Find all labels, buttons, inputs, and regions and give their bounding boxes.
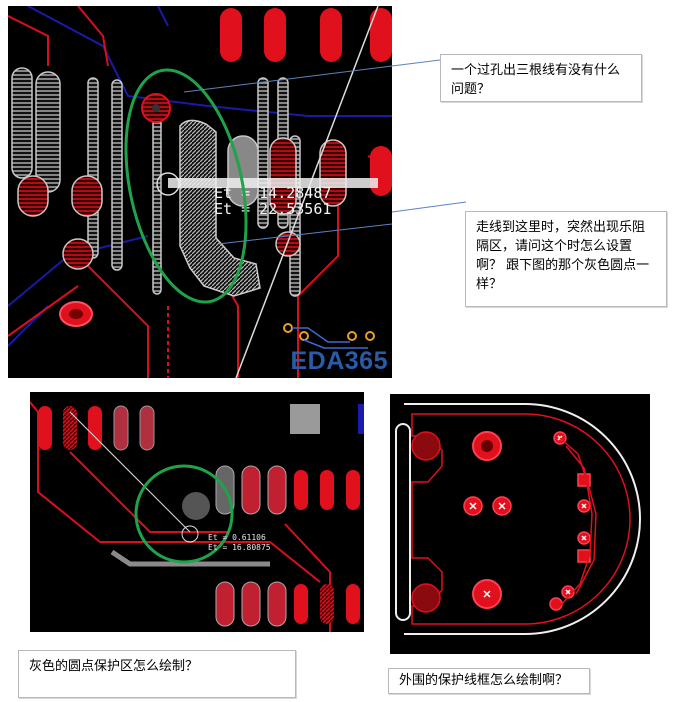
coordinate-readout-x-2: Et = 0.61106 xyxy=(208,533,266,542)
coordinate-readout-y: Et = 22.53561 xyxy=(214,200,331,218)
highlight-ellipse xyxy=(124,68,248,304)
question-note-outline: 外围的保护线框怎么绘制啊？ xyxy=(388,668,590,694)
eda365-watermark: EDA365 xyxy=(290,347,388,375)
pcb-keepout-example-canvas: Et = 0.61106 Et = 16.80875 xyxy=(30,401,364,632)
gray-hatched-pads xyxy=(11,67,347,297)
gray-keepout-dot xyxy=(182,492,210,520)
orange-vias xyxy=(283,323,375,341)
pcb-outline-example-canvas xyxy=(395,403,641,635)
question-note-gray-dot: 灰色的圆点保护区怎么绘制？ xyxy=(18,650,296,698)
measure-line xyxy=(235,6,379,378)
inner-guard-outline xyxy=(411,413,631,625)
pcb-outline-example xyxy=(390,394,650,654)
callout-lines xyxy=(392,59,467,213)
pcb-keepout-example: Et = 0.61106 Et = 16.80875 xyxy=(30,392,364,632)
white-slot xyxy=(395,423,411,621)
question-note-keepout: 走线到这里时，突然出现乐阻隔区，请问这个时怎么设置啊？ 跟下图的那个灰色圆点一样… xyxy=(465,211,667,307)
pcb-layout-main: Et = 14.28487 Et = 22.53561 EDA365 xyxy=(8,6,392,378)
keepout-shape xyxy=(179,119,261,297)
outer-outline xyxy=(404,403,641,635)
dark-red-pads xyxy=(411,431,502,613)
gray-square-pad xyxy=(290,404,320,434)
pcb-layout-main-canvas: Et = 14.28487 Et = 22.53561 xyxy=(8,6,392,378)
question-note-via-traces: 一个过孔出三根线有没有什么问题？ xyxy=(440,54,642,102)
highlight-circle-2 xyxy=(134,464,234,564)
coordinate-readout-y-2: Et = 16.80875 xyxy=(208,543,271,552)
red-pads-2-top xyxy=(38,405,360,627)
